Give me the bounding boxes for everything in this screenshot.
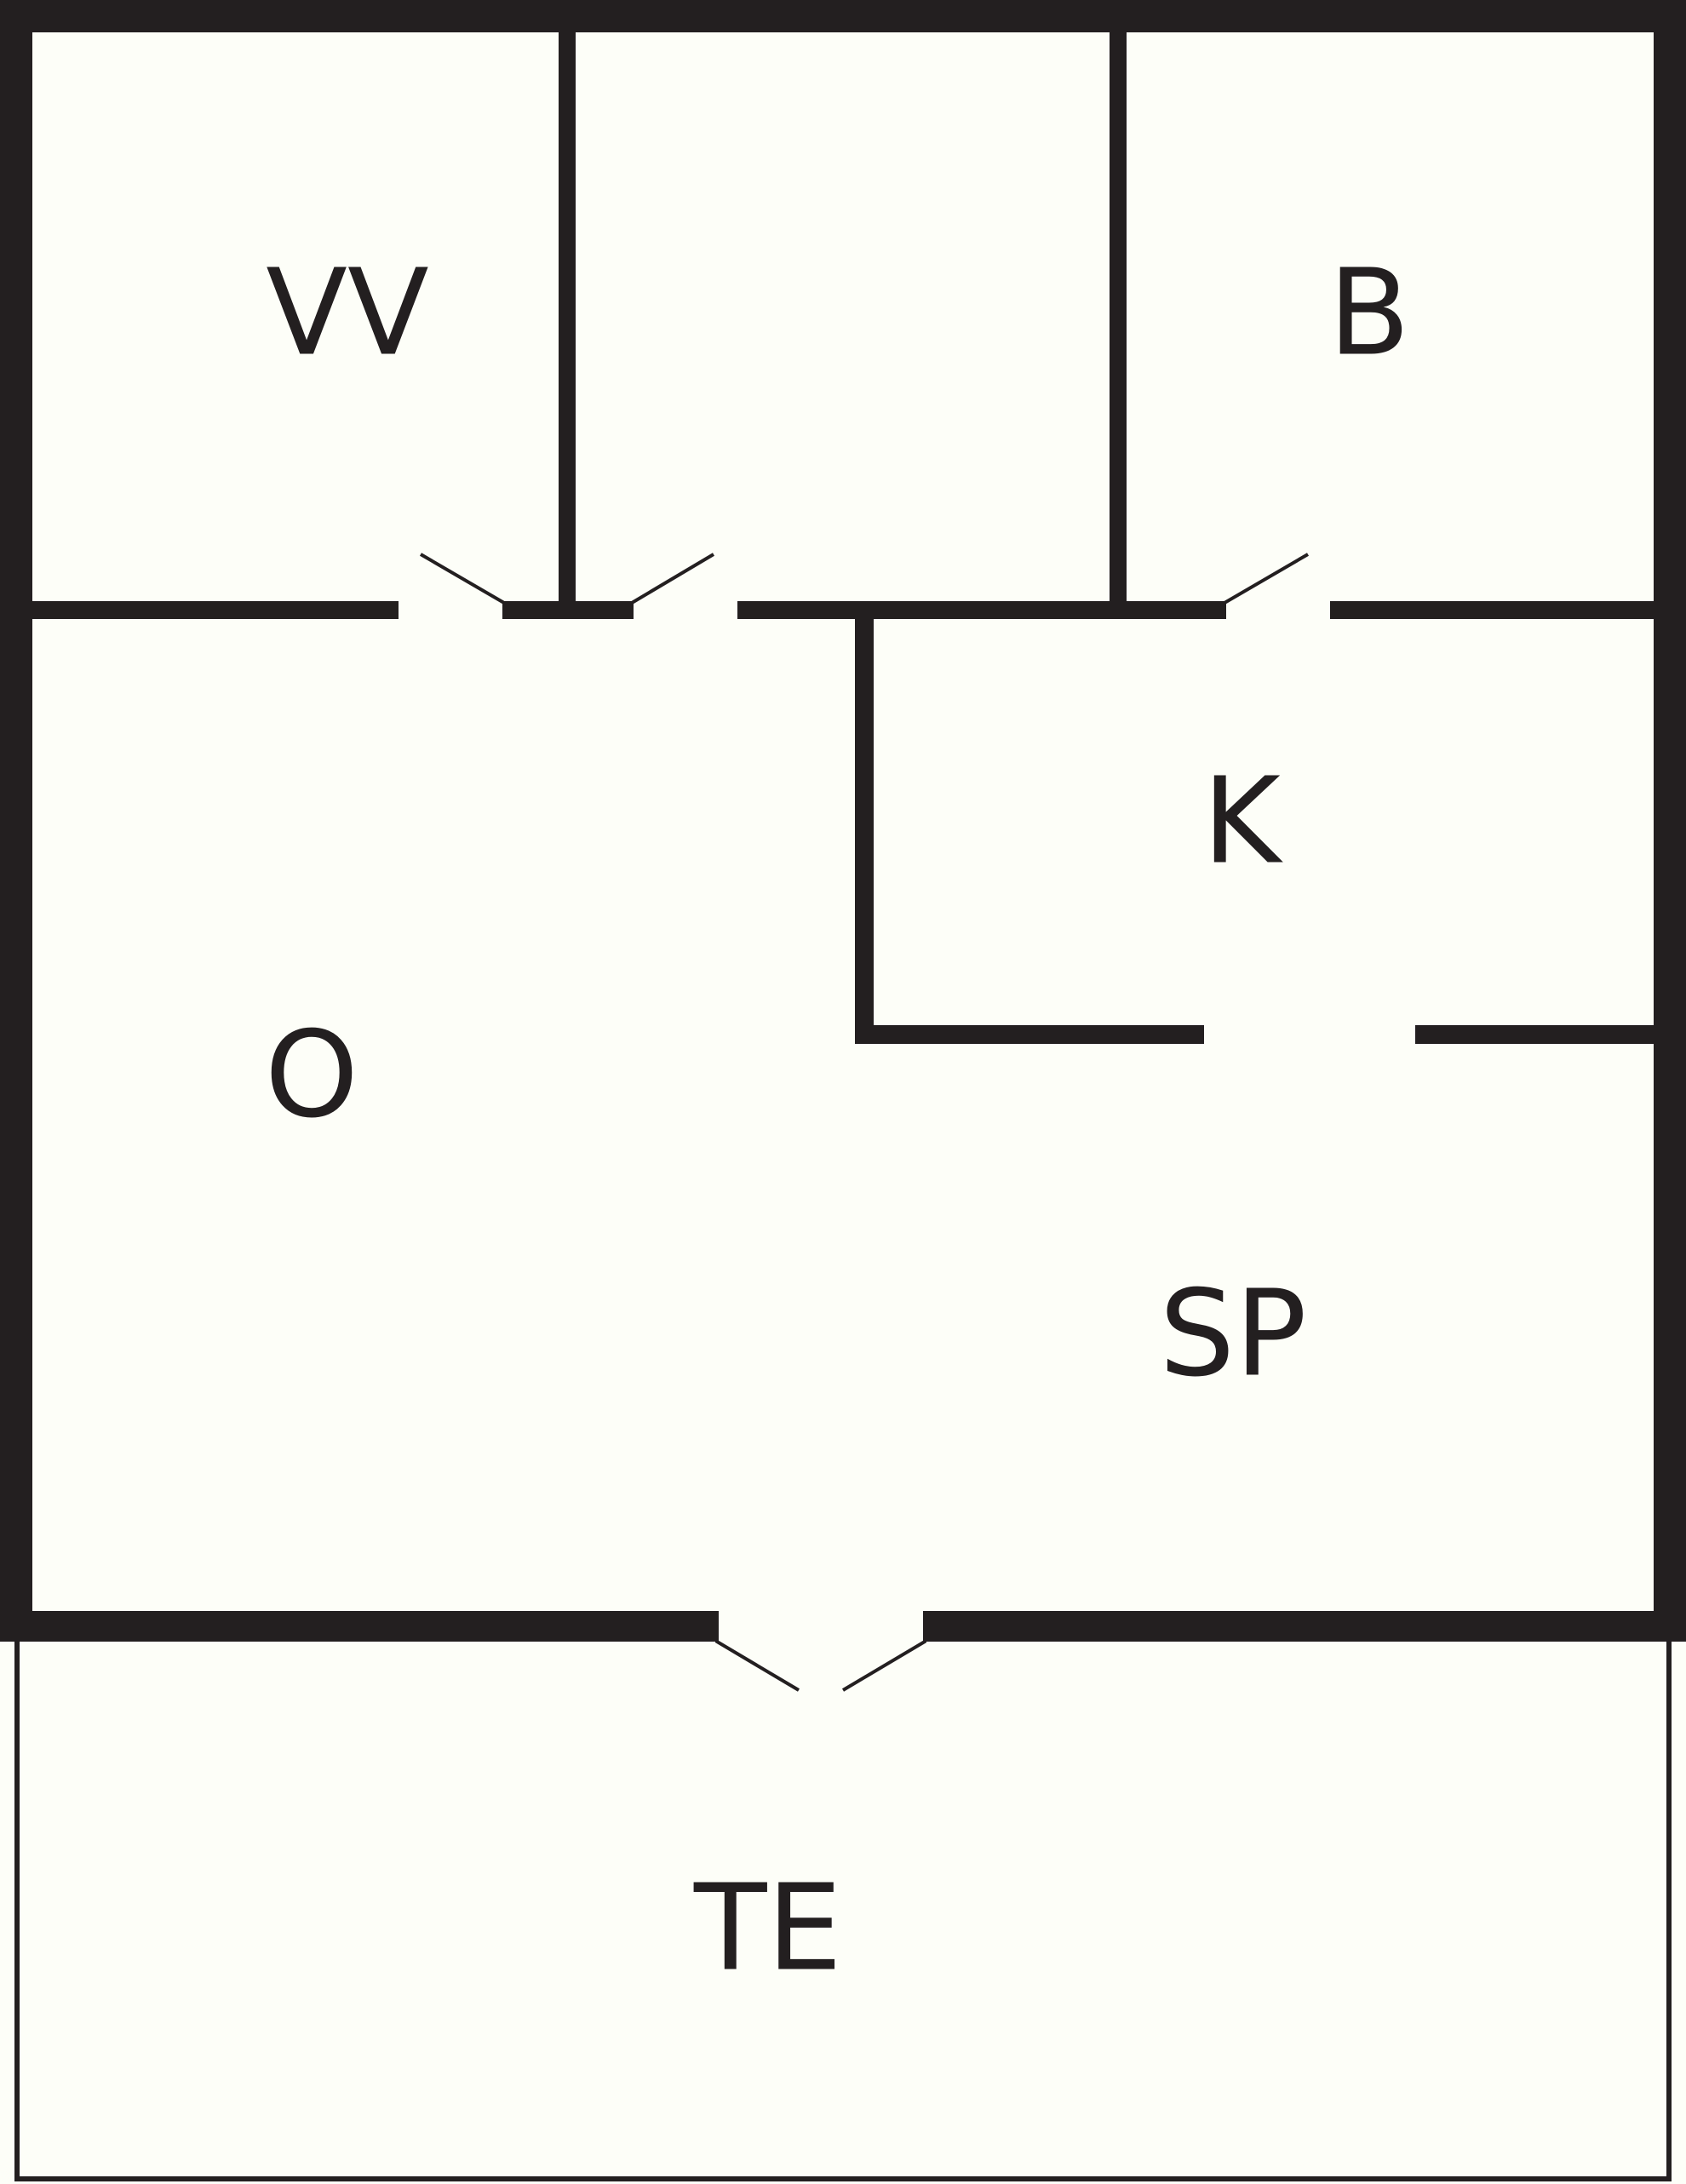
room-label-k: K [1202,753,1283,891]
wall-top-row-3 [737,601,1224,619]
exterior-walls [0,0,1686,1642]
terrace-outline [14,1642,1672,2181]
room-label-o: O [265,1006,358,1145]
door-entrance-right [841,1611,926,1692]
door-vv [419,553,506,619]
room-label-vv: VV [266,244,429,383]
wall-middle-b [1110,32,1127,611]
wall-top-row-2 [504,601,632,619]
wall-top-row-4 [1330,601,1654,619]
room-labels: VV B K O SP TE [265,244,1410,1998]
wall-kitchen-bottom-left [855,1025,1204,1044]
room-label-b: B [1328,244,1410,383]
door-b [1223,553,1310,619]
exterior-wall-left [0,0,32,1642]
wall-kitchen-bottom-right [1415,1025,1654,1044]
exterior-wall-top [0,0,1686,32]
door-entrance-left [715,1611,800,1692]
exterior-wall-bottom-right [925,1611,1686,1642]
interior-walls [32,32,1654,1044]
wall-vv-middle [559,32,576,611]
wall-top-row-1 [32,601,399,619]
door-swings [419,553,1310,1692]
door-middle-room [630,553,715,619]
wall-kitchen-left [855,601,874,1044]
room-label-te: TE [693,1860,842,1998]
room-label-sp: SP [1159,1265,1306,1404]
exterior-wall-bottom-left [0,1611,717,1642]
exterior-wall-right [1654,0,1686,1642]
